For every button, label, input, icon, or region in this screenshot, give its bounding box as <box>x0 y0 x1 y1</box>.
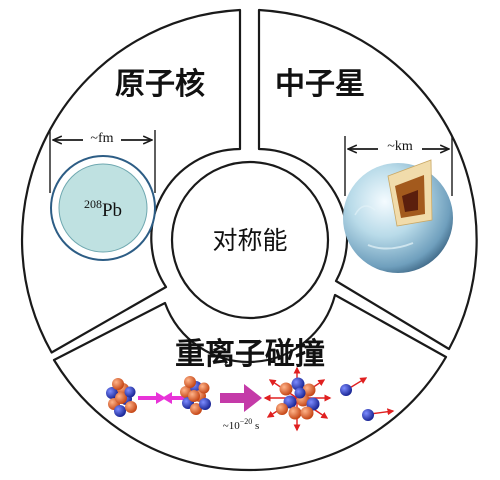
center-circle <box>170 160 330 320</box>
nucleus-icon <box>50 155 156 261</box>
nucleus-scale-label: ~fm <box>90 131 113 146</box>
neutron-star-scale-label: ~km <box>387 139 413 154</box>
fireball-cluster <box>263 366 332 432</box>
neutron-star-title: 中子星 <box>275 67 365 102</box>
time-arrow <box>220 384 262 412</box>
center-label: 对称能 <box>212 226 287 255</box>
isotope-label: 208Pb <box>84 197 122 221</box>
neutron-star-segment <box>257 8 478 351</box>
emitted-particles <box>340 377 395 421</box>
neutron-star-icon <box>343 159 453 273</box>
nucleus-scale-bg <box>83 128 121 146</box>
projectile-nucleus-left <box>106 378 137 417</box>
collision-icon <box>106 366 395 432</box>
segment-outlines <box>20 8 478 472</box>
projectile-nucleus-right <box>180 376 211 415</box>
heavy-ion-title: 重离子碰撞 <box>175 337 325 372</box>
star-scale-bg <box>378 136 422 154</box>
nucleus-segment <box>20 8 242 354</box>
heavy-ion-segment <box>52 293 448 472</box>
time-scale-label: ~10−20 s <box>223 417 260 432</box>
nucleus-title: 原子核 <box>115 67 205 102</box>
